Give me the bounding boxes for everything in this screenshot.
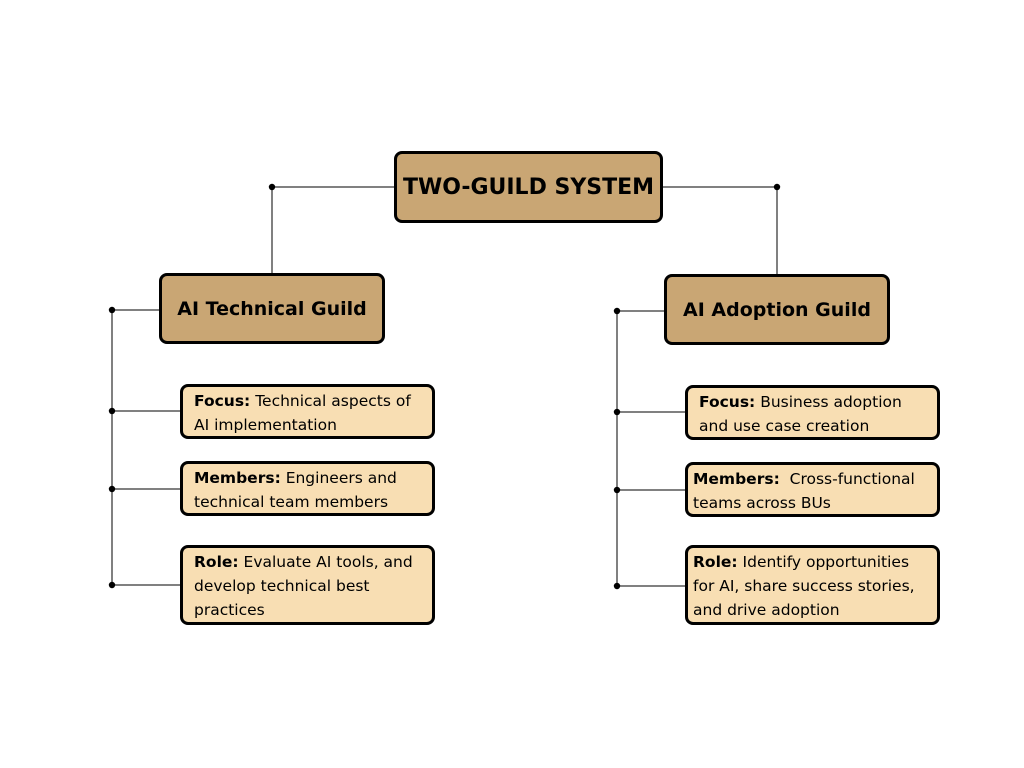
root-title: TWO-GUILD SYSTEM [402, 174, 655, 200]
guild-title: AI Adoption Guild [683, 298, 871, 321]
junction-dot [108, 306, 116, 314]
detail-label: Focus: [699, 393, 756, 411]
guild-node-adoption: AI Adoption Guild [664, 274, 890, 345]
guild-detail-focus: Focus: Business adoption and use case cr… [685, 385, 940, 440]
guild-detail-members: Members: Engineers and technical team me… [180, 461, 435, 516]
guild-node-technical: AI Technical Guild [159, 273, 385, 344]
detail-text: Engineers and technical team members [194, 469, 397, 511]
detail-label: Focus: [194, 392, 251, 410]
junction-dot [108, 407, 116, 415]
junction-dot [773, 183, 781, 191]
detail-text: Cross-functional teams across BUs [693, 470, 920, 512]
detail-text: Technical aspects of AI implementation [194, 392, 411, 434]
junction-dot [613, 307, 621, 315]
detail-text: Business adoption and use case creation [699, 393, 902, 435]
guild-title: AI Technical Guild [177, 297, 367, 320]
root-node: TWO-GUILD SYSTEM [394, 151, 663, 223]
junction-dot [613, 486, 621, 494]
junction-dot [613, 582, 621, 590]
junction-dot [613, 408, 621, 416]
detail-label: Members: [194, 469, 281, 487]
junction-dot [108, 485, 116, 493]
junction-dot [108, 581, 116, 589]
detail-label: Role: [693, 553, 738, 571]
detail-text: Identify opportunities for AI, share suc… [693, 553, 915, 619]
detail-text: Evaluate AI tools, and develop technical… [194, 553, 413, 619]
detail-label: Members: [693, 470, 780, 488]
guild-detail-role: Role: Identify opportunities for AI, sha… [685, 545, 940, 625]
guild-detail-members: Members: Cross-functional teams across B… [685, 462, 940, 517]
guild-detail-role: Role: Evaluate AI tools, and develop tec… [180, 545, 435, 625]
guild-detail-focus: Focus: Technical aspects of AI implement… [180, 384, 435, 439]
junction-dot [268, 183, 276, 191]
detail-label: Role: [194, 553, 239, 571]
